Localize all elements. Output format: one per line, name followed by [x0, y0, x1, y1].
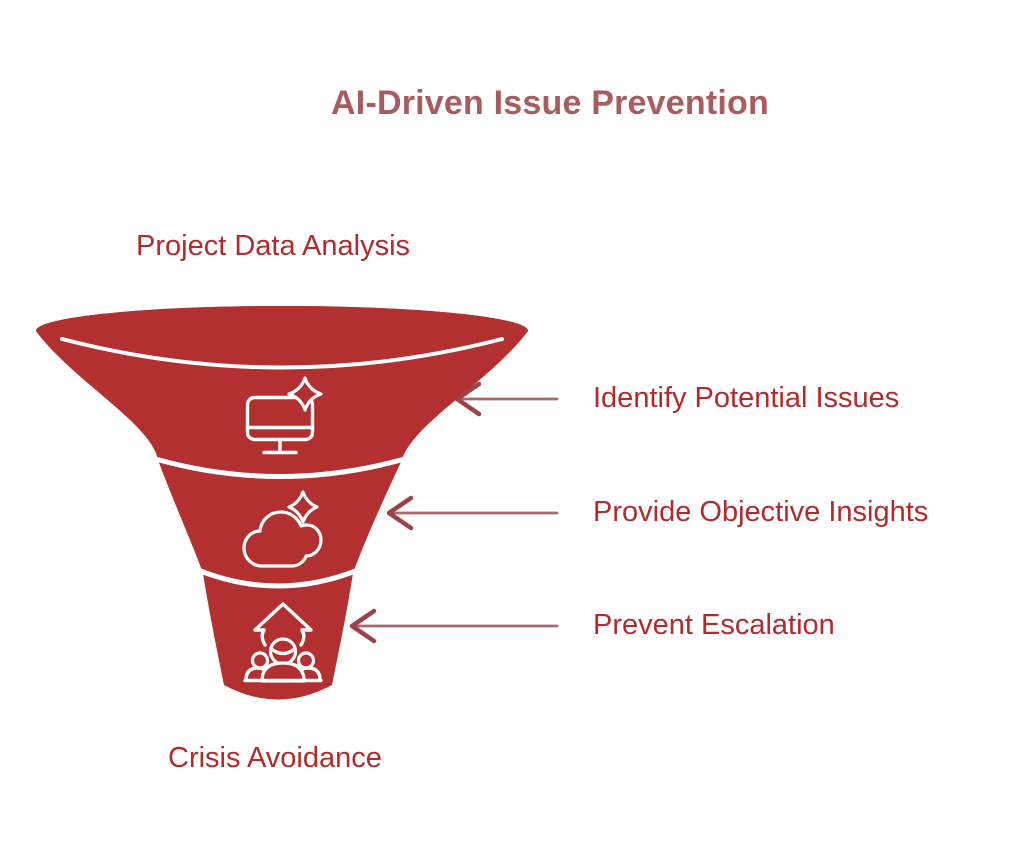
- stage-label-prevent: Prevent Escalation: [593, 609, 835, 641]
- cloud-shape: [242, 510, 323, 568]
- stage-label-provide: Provide Objective Insights: [593, 496, 929, 528]
- sparkle-icon: [287, 376, 323, 412]
- funnel-top-label: Project Data Analysis: [136, 230, 411, 262]
- funnel-flare: [36, 306, 528, 476]
- callout-arrow-prevent: [349, 608, 559, 644]
- callout-arrow-provide: [386, 495, 559, 531]
- page-title: AI-Driven Issue Prevention: [331, 84, 769, 122]
- arrow-head-icon: [386, 495, 414, 531]
- callout-arrow-identify: [454, 381, 559, 417]
- sparkle-icon: [287, 490, 319, 524]
- funnel-lip-line: [60, 337, 504, 370]
- team-growth-arrow-icon: [243, 602, 323, 683]
- stage-label-identify: Identify Potential Issues: [593, 382, 900, 414]
- head-globe-line: [269, 647, 297, 656]
- funnel-bottom-label: Crisis Avoidance: [168, 742, 382, 774]
- stage-divider-line-2: [195, 567, 361, 589]
- cloud-sparkle-icon: [242, 490, 323, 568]
- arrow-head-icon: [349, 608, 377, 644]
- right-person-head: [296, 651, 316, 670]
- left-person-head: [250, 651, 270, 670]
- arrow-head-icon: [454, 381, 482, 417]
- monitor-sparkle-icon: [245, 376, 323, 455]
- center-person-body: [260, 661, 306, 683]
- up-arrow-outline: [253, 602, 313, 647]
- stage-divider-line-1: [149, 455, 411, 479]
